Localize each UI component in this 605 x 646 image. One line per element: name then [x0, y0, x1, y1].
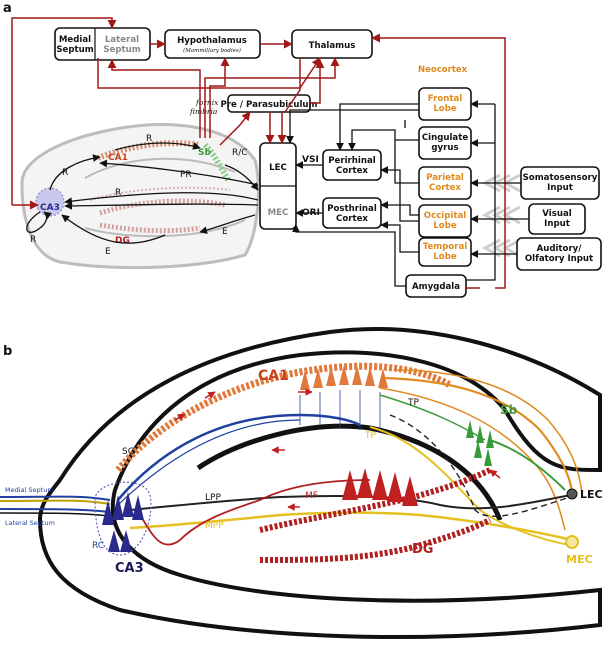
- mossy-fibre: [139, 479, 371, 546]
- fornix-label: fornix: [195, 98, 219, 107]
- ca3-label-b: CA3: [115, 561, 144, 576]
- panel-a-label: a: [3, 1, 12, 16]
- mec-label-a: MEC: [268, 208, 289, 218]
- sb-cells: [466, 420, 494, 466]
- tp-yellow-label: TP: [364, 431, 376, 441]
- ca1-cell-layer: [115, 362, 452, 473]
- auditory-olfactory-input-label: Auditory/Olfatory Input: [525, 244, 593, 264]
- dg-label-a: DG: [115, 236, 130, 246]
- sb-label-b: Sb: [500, 403, 518, 417]
- ca1-label-a: CA1: [108, 153, 128, 163]
- thalamus-label: Thalamus: [309, 41, 356, 51]
- ca1-pyramidal-cells: [300, 365, 388, 390]
- hypothalamus-label: Hypothalamus: [177, 36, 247, 46]
- input-chevrons: [481, 173, 521, 258]
- fimbria-label: fimbria: [189, 107, 217, 116]
- hippocampus-outline-b: [37, 327, 602, 639]
- lec-label-a: LEC: [269, 163, 287, 173]
- hypothalamus-sub-label: (Mammillary bodies): [183, 47, 241, 54]
- sc-label: SC: [122, 447, 134, 457]
- vsi-label: VSI: [302, 155, 319, 165]
- mpp-label: MPP: [205, 521, 224, 531]
- rc-label: RC: [92, 541, 104, 551]
- panel-a: a CA1 CA3 Sb DG R R R R R/C PR E E: [3, 1, 602, 298]
- dg-label-b: DG: [412, 542, 433, 557]
- lec-label-b: LEC: [580, 488, 603, 501]
- ca1-cells-a: [96, 140, 201, 161]
- ca1-label-b: CA1: [258, 368, 289, 384]
- panel-b-label: b: [3, 344, 12, 359]
- amygdala-label: Amygdala: [412, 282, 460, 292]
- r-label-4: R: [30, 235, 36, 245]
- medial-septum-label-b: Medial Septum: [5, 486, 54, 494]
- mec-label-b: MEC: [566, 553, 593, 566]
- pr-label: PR: [180, 170, 192, 180]
- dg-granule-cells: [342, 468, 418, 506]
- pre-parasubiculum-label: Pre / Parasubiculum: [221, 100, 318, 110]
- sb-cells-a: [202, 142, 231, 182]
- lateral-septum-label-b: Lateral Septum: [5, 519, 55, 527]
- lec-node: [566, 488, 578, 500]
- r-label-2: R: [146, 134, 152, 144]
- panel-b: b Medial Septum Lateral Septum: [0, 327, 603, 639]
- dg-cells-a: [99, 198, 226, 216]
- tp-black-label: TP: [407, 398, 419, 408]
- ca3-cells: [94, 481, 152, 556]
- mec-node: [565, 535, 579, 549]
- mf-label: MF: [305, 491, 318, 501]
- e-label-1: E: [222, 227, 228, 237]
- schaffer-collateral: [117, 413, 361, 501]
- e-label-2: E: [105, 247, 111, 257]
- r-label-1: R: [62, 168, 68, 178]
- sb-label-a: Sb: [198, 148, 211, 158]
- r-label-3: R: [115, 188, 121, 198]
- lpp-label: LPP: [205, 493, 221, 503]
- rc-label: R/C: [232, 148, 248, 158]
- neocortex-label: Neocortex: [418, 65, 468, 75]
- ca3-label-a: CA3: [40, 203, 60, 213]
